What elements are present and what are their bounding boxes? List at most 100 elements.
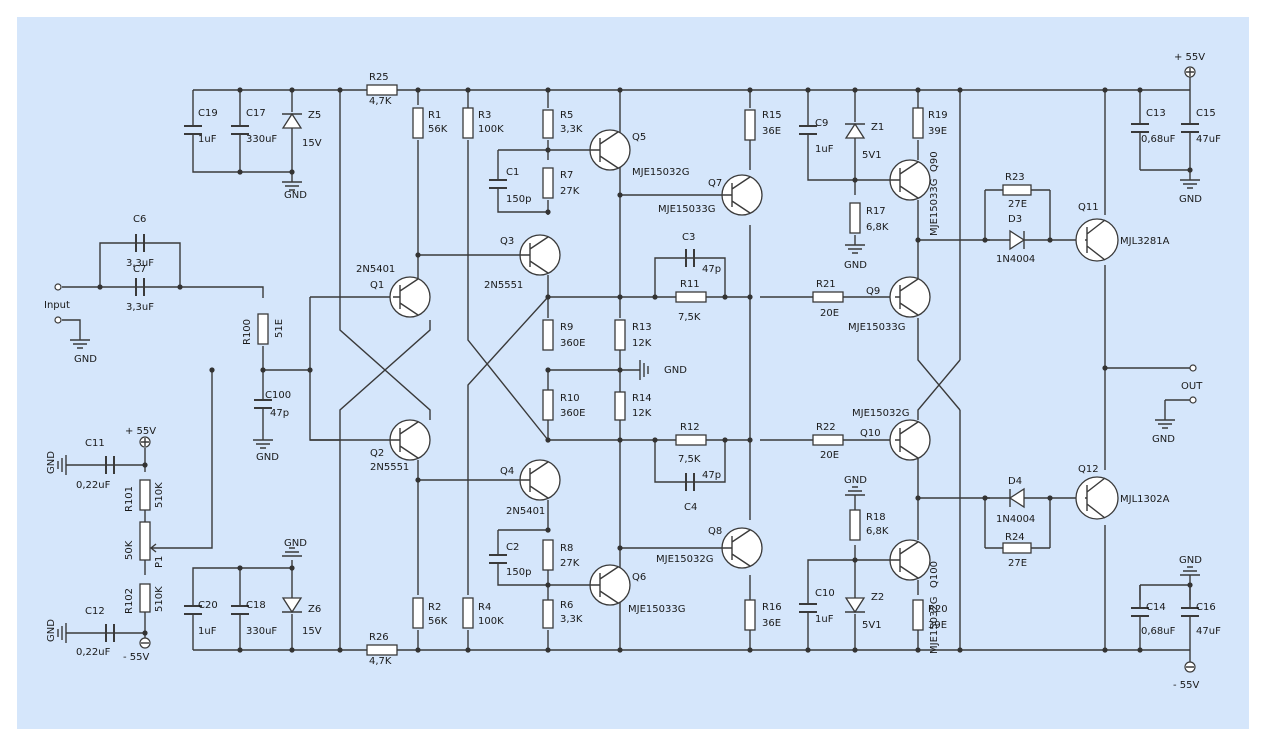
label-r26: R26: [369, 632, 389, 643]
value-d4: 1N4004: [996, 514, 1035, 525]
gnd-label: GND: [46, 451, 57, 474]
transistor-q2: [389, 419, 431, 461]
value-r22: 20E: [820, 450, 839, 461]
part-q6: MJE15033G: [628, 604, 685, 615]
capacitor-c10: [799, 590, 817, 625]
label-r23: R23: [1005, 172, 1025, 183]
part-q12: MJL1302A: [1120, 494, 1170, 505]
part-q8: MJE15032G: [656, 554, 713, 565]
value-r11: 7,5K: [678, 312, 701, 323]
part-q7: MJE15033G: [658, 204, 715, 215]
value-c9: 1uF: [815, 144, 834, 155]
value-r5: 3,3K: [560, 124, 583, 135]
value-c17: 330uF: [246, 134, 277, 145]
zener-z5: [281, 100, 303, 160]
capacitors: [105, 100, 1199, 642]
capacitor-c18: [231, 580, 249, 640]
part-q4: 2N5401: [506, 506, 545, 517]
gnd-label: GND: [844, 475, 867, 486]
resistor-r24: [1002, 542, 1032, 554]
junctions: [97, 87, 1193, 653]
potentiometer-p1: [139, 521, 160, 561]
transistor-q90: [889, 159, 931, 201]
gnd-label: GND: [256, 452, 279, 463]
diode-d3: [1009, 229, 1026, 251]
value-c16: 47uF: [1196, 626, 1221, 637]
value-r102: 510K: [154, 586, 165, 612]
value-r100: 51E: [274, 319, 285, 338]
transistor-q1: [389, 276, 431, 318]
label-r1: R1: [428, 110, 441, 121]
value-r15: 36E: [762, 126, 781, 137]
value-r13: 12K: [632, 338, 652, 349]
capacitor-c7: [135, 278, 145, 296]
resistor-r14: [614, 391, 626, 421]
capacitor-c3: [685, 249, 695, 267]
value-z1: 5V1: [862, 150, 882, 161]
label-r22: R22: [816, 422, 836, 433]
rail-label-left-neg: - 55V: [123, 652, 150, 663]
schematic-panel: [17, 17, 1249, 729]
resistor-r102: [139, 583, 151, 613]
value-c7: 3,3uF: [126, 302, 154, 313]
terminals: [54, 66, 1197, 673]
resistor-r11: [675, 291, 707, 303]
gnd-label: GND: [844, 260, 867, 271]
transistor-q100: [889, 539, 931, 581]
capacitor-c16: [1181, 585, 1199, 630]
part-q2: 2N5551: [370, 462, 409, 473]
zener-z6: [281, 580, 303, 640]
label-r16: R16: [762, 602, 782, 613]
value-r16: 36E: [762, 618, 781, 629]
resistor-r6: [542, 599, 554, 629]
label-c3: C3: [682, 232, 695, 243]
label-r13: R13: [632, 322, 652, 333]
resistor-r15: [744, 109, 756, 141]
input-label: Input: [44, 300, 70, 311]
label-q10: Q10: [860, 428, 881, 439]
label-d4: D4: [1008, 476, 1022, 487]
label-r17: R17: [866, 206, 886, 217]
resistor-r101: [139, 479, 151, 511]
part-q5: MJE15032G: [632, 167, 689, 178]
zener-z2: [844, 590, 866, 625]
label-c11: C11: [85, 438, 105, 449]
resistor-r8: [542, 539, 554, 571]
gnd-label: GND: [1179, 194, 1202, 205]
resistors: [139, 84, 1032, 656]
label-r19: R19: [928, 110, 948, 121]
resistor-r5: [542, 109, 554, 139]
diode-d4: [1008, 487, 1025, 509]
value-r101: 510K: [154, 482, 165, 508]
resistor-r25: [366, 84, 398, 96]
label-q7: Q7: [708, 178, 722, 189]
gnd-label: GND: [284, 190, 307, 201]
value-r3: 100K: [478, 124, 504, 135]
label-z5: Z5: [308, 110, 321, 121]
label-r7: R7: [560, 170, 573, 181]
value-r14: 12K: [632, 408, 652, 419]
label-r11: R11: [680, 279, 700, 290]
gnd-label: GND: [46, 619, 57, 642]
value-r21: 20E: [820, 308, 839, 319]
label-r102: R102: [124, 588, 135, 614]
part-q100: MJE15032G: [929, 597, 940, 654]
label-c4: C4: [684, 502, 697, 513]
value-c100: 47p: [270, 408, 289, 419]
transistor-q8: [700, 527, 763, 569]
value-z2: 5V1: [862, 620, 882, 631]
value-d3: 1N4004: [996, 254, 1035, 265]
resistor-r10: [542, 389, 554, 421]
label-q4: Q4: [500, 466, 514, 477]
value-r7: 27K: [560, 186, 580, 197]
label-c14: C14: [1146, 602, 1166, 613]
label-r101: R101: [124, 486, 135, 512]
label-r21: R21: [816, 279, 836, 290]
rail-label-bottom: - 55V: [1173, 680, 1200, 691]
part-q90: MJE15033G: [929, 179, 940, 236]
value-c15: 47uF: [1196, 134, 1221, 145]
label-r2: R2: [428, 602, 441, 613]
rail-label-left-pos: + 55V: [125, 426, 156, 437]
